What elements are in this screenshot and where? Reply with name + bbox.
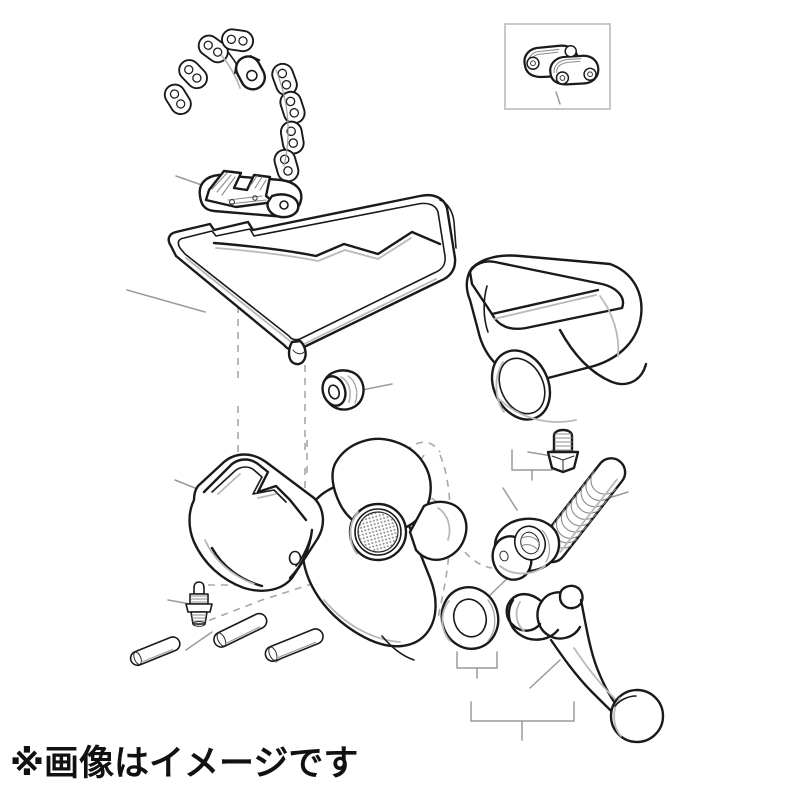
knurled-end-cap (348, 502, 408, 562)
grease-fitting (185, 581, 213, 627)
pin-3 (264, 628, 324, 663)
main-body-casting (188, 437, 468, 661)
yoke-plate (167, 194, 457, 366)
washer-ring (440, 586, 500, 650)
roller-chain-left-strand (163, 28, 255, 116)
caption-layer: ※画像はイメージです (10, 742, 710, 792)
hex-set-screw (546, 428, 580, 474)
handle-lever (505, 584, 665, 744)
jaw-housing (465, 254, 648, 423)
pin-1 (129, 636, 181, 667)
grouping-brackets (456, 449, 575, 741)
serrated-jaw-insert (198, 169, 303, 219)
image-disclaimer-caption: ※画像はイメージです (10, 744, 359, 784)
pin-2 (213, 612, 268, 648)
chain-end-link (234, 55, 267, 91)
chain-link-detail-inset (504, 23, 611, 110)
roller-bushing (321, 369, 365, 411)
roller-chain-right-strand (271, 62, 306, 183)
collar-nut (491, 517, 561, 581)
